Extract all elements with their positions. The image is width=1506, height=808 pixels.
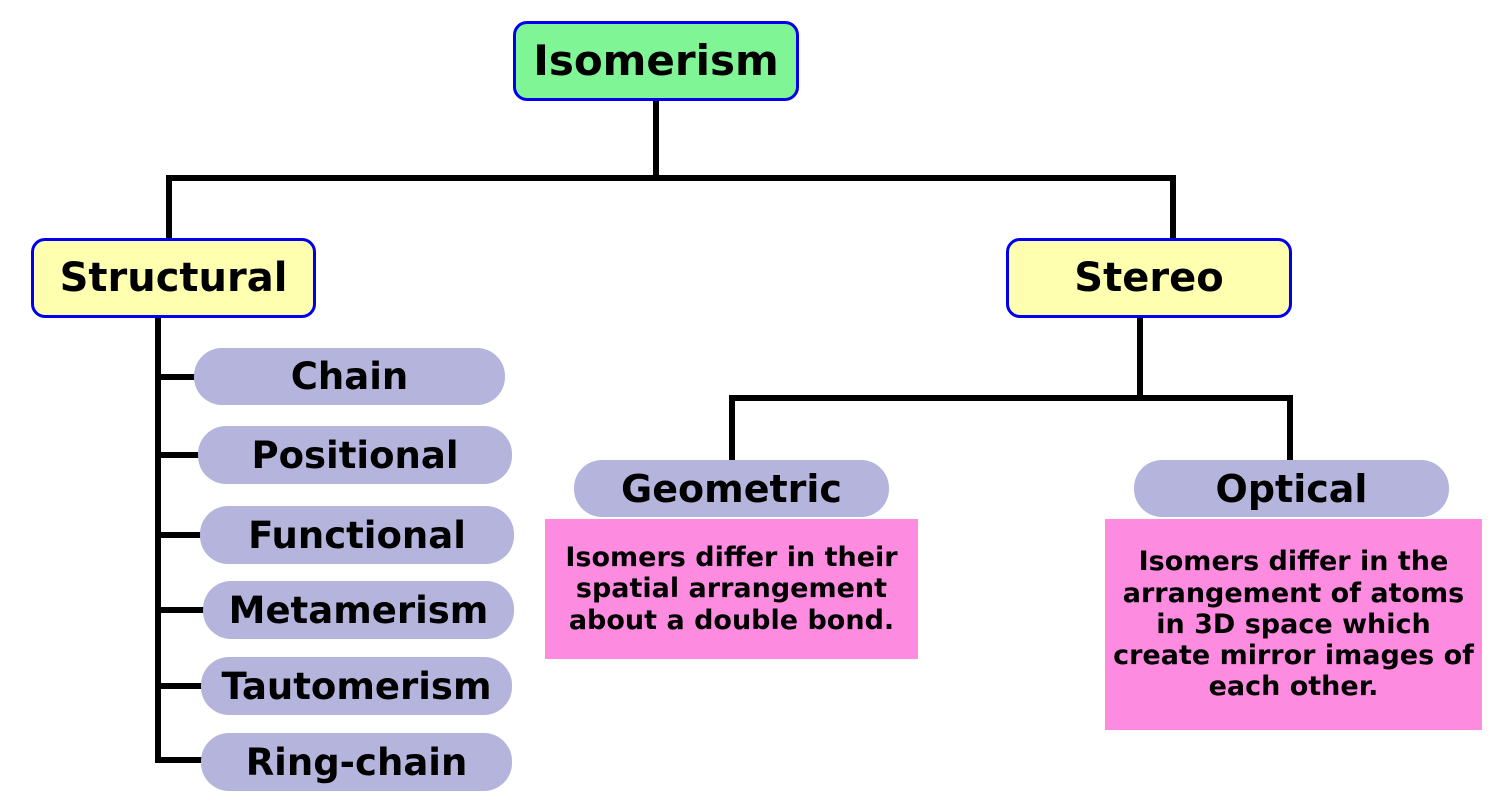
connector-stereo-stem bbox=[1137, 318, 1143, 398]
connector-stub-functional bbox=[155, 532, 206, 538]
node-geometric-label: Geometric bbox=[621, 466, 842, 511]
node-ring-chain[interactable]: Ring-chain bbox=[201, 733, 512, 791]
node-stereo-label: Stereo bbox=[1074, 255, 1224, 301]
node-tautomerism[interactable]: Tautomerism bbox=[201, 657, 512, 715]
connector-drop-structural bbox=[166, 175, 172, 241]
description-optical: Isomers differ in the arrangement of ato… bbox=[1105, 519, 1482, 730]
node-tautomerism-label: Tautomerism bbox=[221, 664, 492, 708]
node-metamerism[interactable]: Metamerism bbox=[203, 581, 514, 639]
connector-stub-tautomerism bbox=[155, 683, 206, 689]
node-functional[interactable]: Functional bbox=[200, 506, 514, 564]
node-isomerism-label: Isomerism bbox=[533, 36, 779, 85]
connector-root-stem bbox=[653, 100, 659, 180]
description-geometric: Isomers differ in their spatial arrangem… bbox=[545, 519, 918, 659]
connector-stereo-bar bbox=[729, 395, 1293, 401]
connector-drop-optical bbox=[1287, 395, 1293, 461]
connector-stub-metamerism bbox=[155, 607, 206, 613]
node-stereo[interactable]: Stereo bbox=[1006, 238, 1292, 318]
node-isomerism[interactable]: Isomerism bbox=[513, 21, 799, 101]
node-positional[interactable]: Positional bbox=[198, 426, 512, 484]
node-metamerism-label: Metamerism bbox=[228, 588, 489, 632]
node-chain[interactable]: Chain bbox=[194, 348, 505, 405]
connector-structural-spine bbox=[155, 316, 161, 763]
node-optical-label: Optical bbox=[1215, 466, 1368, 511]
node-ring-chain-label: Ring-chain bbox=[245, 740, 468, 784]
connector-drop-stereo bbox=[1170, 175, 1176, 241]
node-positional-label: Positional bbox=[251, 433, 459, 477]
node-structural-label: Structural bbox=[59, 255, 288, 301]
connector-stub-positional bbox=[155, 452, 206, 458]
connector-stub-chain bbox=[155, 374, 201, 380]
node-chain-label: Chain bbox=[290, 355, 409, 398]
node-structural[interactable]: Structural bbox=[31, 238, 316, 318]
node-optical[interactable]: Optical bbox=[1134, 460, 1449, 517]
node-functional-label: Functional bbox=[248, 513, 466, 557]
description-geometric-text: Isomers differ in their spatial arrangem… bbox=[565, 542, 898, 636]
connector-drop-geometric bbox=[729, 395, 735, 461]
node-geometric[interactable]: Geometric bbox=[574, 460, 889, 517]
description-optical-text: Isomers differ in the arrangement of ato… bbox=[1113, 546, 1474, 703]
connector-stub-ring-chain bbox=[155, 757, 206, 763]
connector-top-bar bbox=[166, 175, 1176, 181]
